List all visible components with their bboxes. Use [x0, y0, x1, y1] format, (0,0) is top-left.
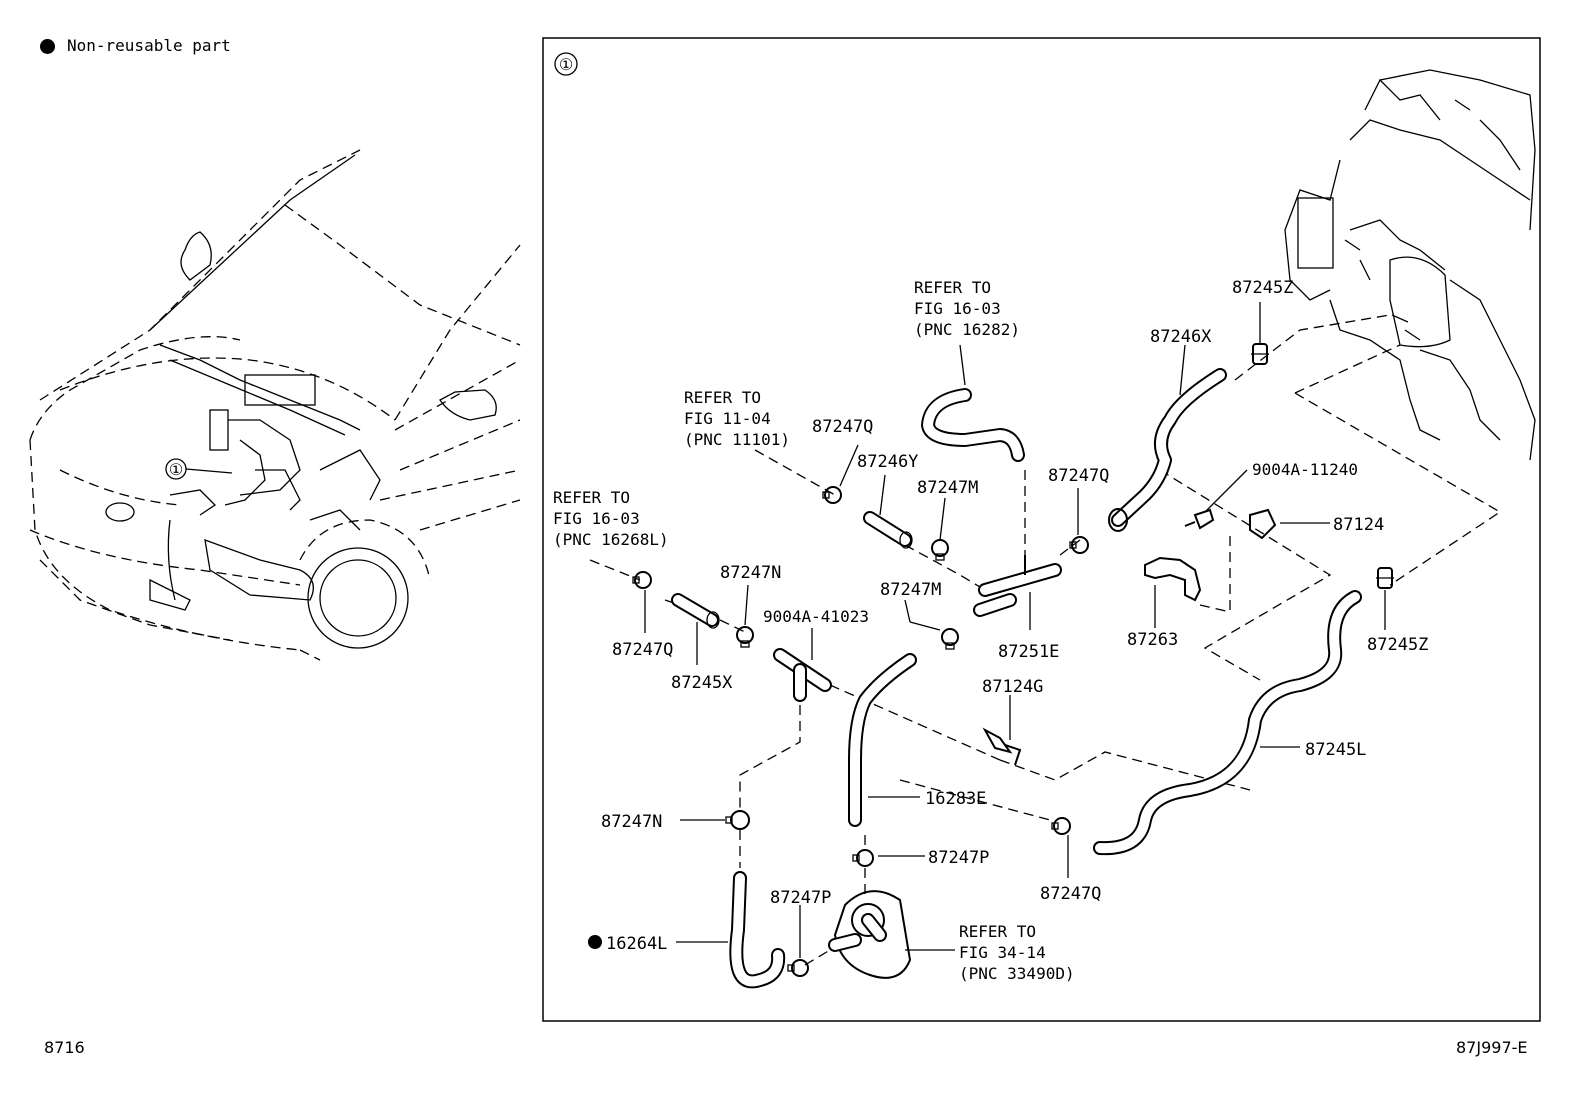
figure-code: 87J997-E	[1456, 1038, 1528, 1057]
part-label-87247m-a: 87247M	[917, 478, 978, 498]
assembly-lines	[589, 314, 1502, 966]
part-label-87245l: 87245L	[1305, 740, 1366, 760]
ref-11101-line2: FIG 11-04	[684, 409, 771, 428]
part-label-87246x: 87246X	[1150, 327, 1212, 347]
legend-text: Non-reusable part	[67, 36, 231, 55]
part-label-87247n-b: 87247N	[601, 812, 662, 832]
detail-frame	[542, 37, 1541, 1022]
detail-callout-circle	[554, 52, 578, 76]
hose-87245l	[1093, 590, 1362, 856]
hose-16264l	[729, 871, 786, 989]
non-reusable-icon	[40, 38, 55, 54]
water-pump-valve	[828, 890, 912, 979]
detail-callout: ①	[559, 55, 573, 74]
part-label-87245z-bottom: 87245Z	[1367, 635, 1428, 655]
ref-11101-line3: (PNC 11101)	[684, 430, 790, 449]
part-label-87124g: 87124G	[982, 677, 1043, 697]
bolt-9004a-11240	[1184, 508, 1215, 530]
part-label-16264l: 16264L	[606, 934, 667, 954]
reference-notes: REFER TO FIG 16-03 (PNC 16282) REFER TO …	[553, 278, 1075, 983]
hose-16282	[921, 388, 1025, 462]
bracket-87263	[1144, 556, 1202, 602]
part-labels: 87245Z 87246X 87247Q 87246Y 87247M 87247…	[588, 278, 1428, 954]
leader-lines	[644, 302, 1386, 958]
non-reusable-marker-icon	[588, 935, 602, 949]
ref-33490d-line2: FIG 34-14	[959, 943, 1046, 962]
ref-16282-line1: REFER TO	[914, 278, 991, 297]
part-label-87251e: 87251E	[998, 642, 1059, 662]
joint-87251e	[973, 555, 1062, 617]
ref-33490d-line3: (PNC 33490D)	[959, 964, 1075, 983]
joint-87124g	[982, 727, 1022, 766]
part-label-87247q-c: 87247Q	[612, 640, 673, 660]
part-label-9004a-41023: 9004A-41023	[763, 607, 869, 626]
hose-87246x	[1111, 368, 1227, 527]
ref-33490d-line1: REFER TO	[959, 922, 1036, 941]
ref-16282-line2: FIG 16-03	[914, 299, 1001, 318]
part-label-87263: 87263	[1127, 630, 1178, 650]
hose-87246y	[863, 511, 913, 549]
illustration-number: 8716	[44, 1038, 85, 1057]
part-label-87247p-a: 87247P	[928, 848, 989, 868]
clamps	[632, 343, 1394, 977]
vehicle-overview-illustration	[29, 149, 521, 661]
hvac-unit-illustration	[1284, 69, 1536, 461]
part-label-87246y: 87246Y	[857, 452, 918, 472]
part-label-87247n-a: 87247N	[720, 563, 781, 583]
ref-11101-line1: REFER TO	[684, 388, 761, 407]
part-label-16283e: 16283E	[925, 789, 986, 809]
overview-callout: ①	[169, 460, 183, 479]
hose-87245x	[671, 593, 720, 629]
part-label-87245z-top: 87245Z	[1232, 278, 1293, 298]
legend: Non-reusable part	[40, 38, 231, 54]
part-label-87124: 87124	[1333, 515, 1384, 535]
joint-9004a-41023	[773, 648, 832, 702]
part-label-87247q-a: 87247Q	[812, 417, 873, 437]
ref-16268l-line2: FIG 16-03	[553, 509, 640, 528]
part-label-87247q-d: 87247Q	[1040, 884, 1101, 904]
ref-16268l-line3: (PNC 16268L)	[553, 530, 669, 549]
part-label-87247m-b: 87247M	[880, 580, 941, 600]
part-label-87247p-b: 87247P	[770, 888, 831, 908]
ref-16282-line3: (PNC 16282)	[914, 320, 1020, 339]
ref-16268l-line1: REFER TO	[553, 488, 630, 507]
part-label-87247q-b: 87247Q	[1048, 466, 1109, 486]
hose-16283e	[848, 653, 917, 827]
part-label-9004a-11240: 9004A-11240	[1252, 460, 1358, 479]
part-label-87245x: 87245X	[671, 673, 733, 693]
sensor-87124	[1249, 508, 1277, 540]
